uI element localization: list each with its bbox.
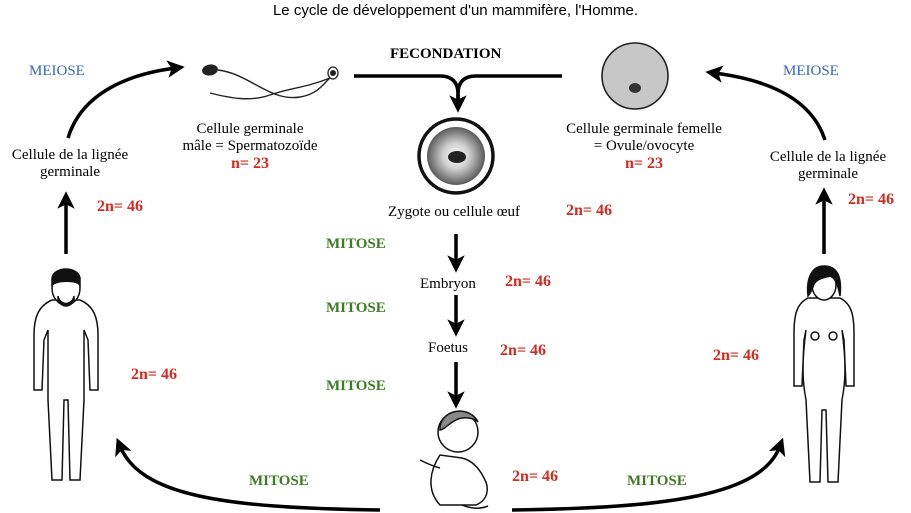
bottom-right-arrow: [511, 437, 786, 512]
mitose-label-2: MITOSE: [326, 300, 386, 316]
zygote-icon: [417, 117, 495, 195]
embryon-ploidy: 2n= 46: [505, 273, 552, 290]
mitose-label-4: MITOSE: [249, 473, 309, 489]
woman-ploidy: 2n= 46: [713, 347, 760, 364]
female-cell-ploidy: n= 23: [624, 155, 663, 172]
female-cell-line2: = Ovule/ovocyte: [593, 138, 695, 154]
female-cell-label: Cellule germinale femelle = Ovule/ovocyt…: [546, 121, 742, 173]
ovum-icon: [601, 42, 669, 110]
meiose-left-arrow: [66, 60, 185, 139]
male-cell-line2: mâle = Spermatozoïde: [182, 138, 318, 154]
fecondation-label: FECONDATION: [390, 46, 502, 62]
zygote-ploidy: 2n= 46: [566, 202, 613, 219]
woman-figure-icon: [793, 265, 855, 483]
right-germline-ploidy: 2n= 46: [848, 191, 895, 208]
bottom-left-arrow: [115, 437, 381, 512]
left-germline-label: Cellule de la lignée germinale: [0, 147, 140, 181]
female-cell-line1: Cellule germinale femelle: [566, 121, 722, 137]
man-ploidy: 2n= 46: [131, 366, 178, 383]
meiose-right-label: MEIOSE: [783, 63, 839, 79]
left-germline-line2: germinale: [40, 164, 100, 180]
mitose-label-3: MITOSE: [326, 378, 386, 394]
man-figure-icon: [33, 268, 99, 481]
male-cell-line1: Cellule germinale: [196, 121, 304, 137]
foetus-label: Foetus: [428, 340, 469, 356]
male-cell-ploidy: n= 23: [230, 155, 269, 172]
right-germline-label: Cellule de la lignée germinale: [754, 149, 902, 183]
fecondation-bracket: [354, 74, 562, 100]
meiose-right-arrow: [705, 65, 827, 141]
mitose-label-1: MITOSE: [326, 236, 386, 252]
diagram-title: Le cycle de développement d'un mammifère…: [272, 2, 639, 19]
spermatozoid-icon: [202, 64, 339, 100]
zygote-label: Zygote ou cellule œuf: [388, 204, 521, 220]
right-germline-line2: germinale: [798, 166, 858, 182]
left-germline-ploidy: 2n= 46: [97, 198, 144, 215]
left-germline-line1: Cellule de la lignée: [11, 147, 129, 163]
baby-figure-icon: [419, 410, 489, 509]
right-germline-line1: Cellule de la lignée: [769, 149, 887, 165]
embryon-label: Embryon: [420, 276, 476, 292]
foetus-ploidy: 2n= 46: [500, 342, 547, 359]
baby-ploidy: 2n= 46: [512, 468, 559, 485]
mitose-label-5: MITOSE: [627, 473, 687, 489]
meiose-left-label: MEIOSE: [29, 63, 85, 79]
male-cell-label: Cellule germinale mâle = Spermatozoïde n…: [180, 121, 320, 173]
